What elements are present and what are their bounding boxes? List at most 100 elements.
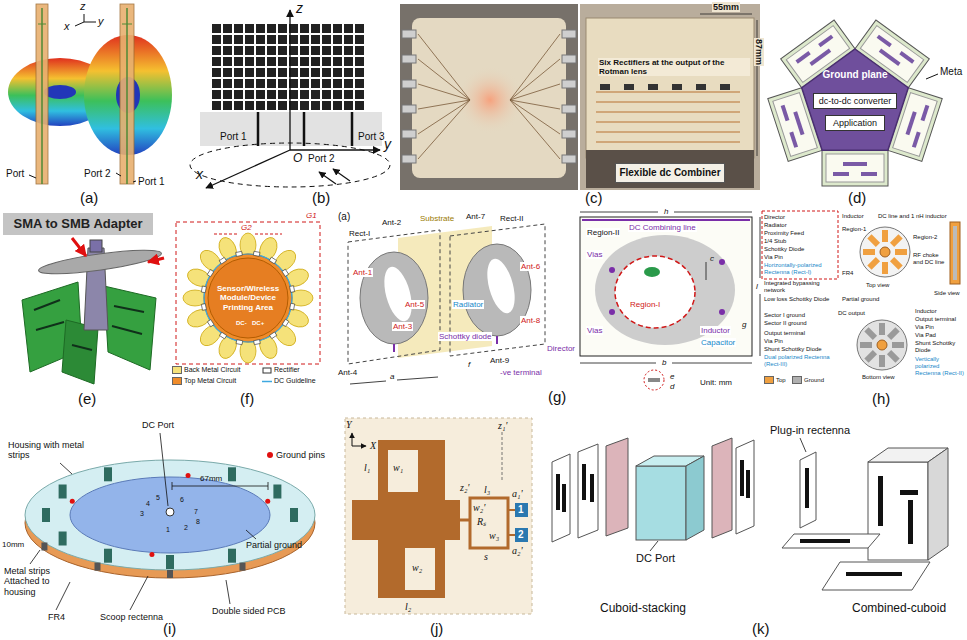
- scoop-rectenna-disk-part: [41, 543, 47, 551]
- rectenna-panels-part-part: [912, 131, 921, 147]
- antenna-geometry-part: [470, 498, 508, 548]
- rectenna-assembly-part: [112, 326, 142, 334]
- rectenna-layout-part: [496, 336, 498, 344]
- flower-rectenna-part: [220, 332, 227, 339]
- scoop-rectenna-disk-part: [70, 477, 270, 553]
- rectenna-panels: [768, 20, 942, 186]
- radiation-pattern: [8, 4, 172, 184]
- annotation-label: Vias: [586, 326, 603, 335]
- antenna-geometry-part: [352, 433, 353, 446]
- antenna-array-part: [223, 57, 232, 66]
- combiner-box: Flexible dc Combiner: [615, 163, 725, 183]
- annotation-label: Radiator: [764, 222, 787, 229]
- scoop-rectenna-disk-part: [240, 563, 246, 571]
- rotman-lens-photo-part: [418, 100, 470, 109]
- scoop-rectenna-disk-part: [172, 486, 268, 487]
- terminal-label: DC-: [236, 320, 247, 327]
- axis-label: x: [64, 20, 70, 33]
- cuboid-rectennas-part: [712, 438, 732, 538]
- scoop-rectenna-disk: [25, 433, 315, 610]
- antenna-geometry-part: [508, 534, 515, 536]
- antenna-array-part: [333, 79, 342, 88]
- dimension-label: l: [756, 282, 758, 291]
- antenna-array-part: [245, 79, 254, 88]
- dual-polarized-rectenna: [762, 211, 960, 370]
- rectenna-layout-part: [609, 267, 615, 273]
- rectenna-panels-part-part: [795, 51, 810, 64]
- panel-label: (d): [848, 189, 866, 206]
- circle-shape: [208, 258, 288, 338]
- panel-label: (j): [430, 620, 443, 637]
- rectenna-layout-part: [609, 309, 615, 315]
- rotman-lens-photo-part: [562, 130, 576, 138]
- node-text: SMA to SMB Adapter: [13, 217, 142, 232]
- annotation-label: Substrate: [420, 214, 454, 223]
- rotman-lens-photo-part: [510, 100, 560, 159]
- rectenna-assembly-part: [148, 258, 164, 262]
- flower-rectenna-part: [254, 340, 261, 345]
- rotman-lens-photo-part: [418, 84, 470, 100]
- antenna-array-part: [223, 35, 232, 44]
- dual-polarized-rectenna-part: [887, 350, 900, 363]
- annotation-label: Ant-1: [352, 268, 373, 277]
- antenna-array-part: [319, 172, 336, 184]
- annotation-label: Region-I: [630, 300, 660, 309]
- antenna-array-part: [245, 35, 254, 44]
- panel-label: (a): [338, 211, 350, 223]
- panel-label: (i): [163, 620, 176, 637]
- callout-number: 6: [180, 496, 184, 504]
- callout-number: 2: [184, 524, 188, 532]
- flower-rectenna-part: [290, 303, 295, 310]
- antenna-array-part: [234, 90, 243, 99]
- annotation-label: Schottky diode: [438, 332, 492, 341]
- antenna-geometry-part: [508, 509, 515, 511]
- rotman-lens-photo-part: [596, 101, 740, 102]
- antenna-array-part: [234, 79, 243, 88]
- dimension-label: l₃: [484, 484, 490, 496]
- annotation-label: Ant-6: [520, 262, 541, 271]
- rotman-lens-photo-part: [562, 55, 576, 63]
- annotation-label: Inductor: [700, 326, 731, 335]
- cuboid-rectennas-part: [746, 470, 750, 498]
- antenna-array-part: [344, 68, 353, 77]
- adapter-banner: SMA to SMB Adapter: [3, 213, 153, 235]
- antenna-geometry-part: [345, 418, 532, 614]
- cuboid-rectennas-part: [928, 448, 948, 560]
- cuboid-rectennas-part: [552, 454, 570, 542]
- rectenna-panels-part-part: [822, 150, 888, 186]
- flower-rectenna-part: [290, 286, 295, 293]
- callout-number: 1: [166, 526, 170, 534]
- dimension-label: c: [710, 254, 714, 263]
- rotman-lens-photo-part: [418, 59, 470, 100]
- rotman-lens-photo-part: [562, 105, 576, 113]
- rotman-lens-photo-part: [580, 4, 760, 190]
- annotation-label: Dual polarized Rectenna (Rect-III): [764, 354, 836, 368]
- antenna-array-part: [311, 24, 320, 33]
- radiation-pattern-part: [116, 173, 121, 176]
- panel-label: (c): [585, 189, 603, 206]
- antenna-array-part: [278, 24, 287, 33]
- rectenna-layout-part: [644, 267, 660, 277]
- antenna-array-part: [212, 46, 221, 55]
- dimension-label: 10mm: [2, 540, 24, 549]
- annotation-label: Partial ground: [842, 296, 879, 303]
- antenna-array-part: [212, 68, 221, 77]
- scoop-rectenna-disk-part: [166, 508, 174, 516]
- rectenna-layout-part: [648, 378, 660, 382]
- rectenna-panels-part: [822, 150, 888, 186]
- rectenna-assembly-part: [90, 240, 102, 252]
- panel-label: (h): [872, 390, 890, 407]
- antenna-array-part: [333, 101, 342, 110]
- dual-polarized-rectenna-part: [864, 350, 877, 363]
- annotation-label: Unit: mm: [700, 378, 732, 387]
- annotation-label: Ant-5: [404, 300, 425, 309]
- rectenna-layout-part: [760, 217, 761, 278]
- dimension-label: G2: [241, 223, 252, 232]
- axis-label: x: [196, 166, 203, 182]
- antenna-array-part: [322, 46, 331, 55]
- port-label: Port: [6, 168, 24, 180]
- antenna-array-part: [256, 46, 265, 55]
- rotman-lens-photo-part: [562, 80, 576, 88]
- antenna-array-part: [234, 57, 243, 66]
- annotation-label: Capacitor: [700, 338, 736, 347]
